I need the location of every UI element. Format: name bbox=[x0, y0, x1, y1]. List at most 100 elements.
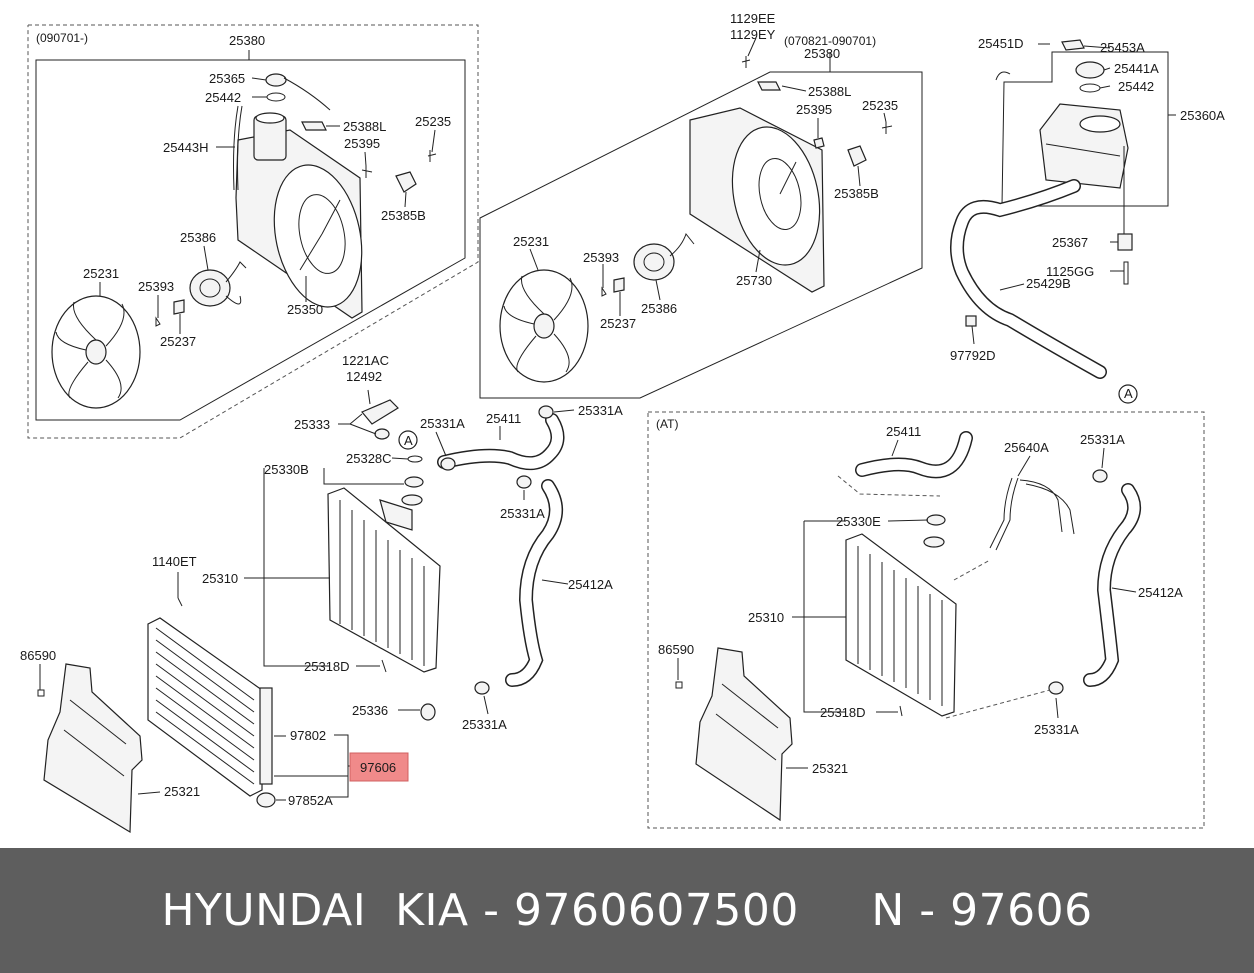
callout-25388L-a: 25388L bbox=[343, 119, 386, 134]
callout-25385B-a: 25385B bbox=[381, 208, 426, 223]
o-ring-25328C bbox=[407, 455, 423, 463]
callout-25442-a: 25442 bbox=[205, 90, 241, 105]
receiver-drier bbox=[259, 687, 273, 785]
callout-25730: 25730 bbox=[736, 273, 772, 288]
callout-25310-b: 25310 bbox=[748, 610, 784, 625]
clamp-5 bbox=[1092, 469, 1108, 483]
callout-25331A-3: 25331A bbox=[500, 506, 545, 521]
ref-a-circle-2 bbox=[398, 430, 418, 450]
callout-25412A-b: 25412A bbox=[1138, 585, 1183, 600]
callout-25331A-6: 25331A bbox=[1034, 722, 1079, 737]
date-label-b: (070821-090701) bbox=[784, 34, 876, 48]
clip-25237-b bbox=[613, 277, 625, 293]
radiator-b bbox=[845, 533, 957, 717]
footer-banner: HYUNDAI KIA - 9760607500 N - 97606 bbox=[0, 848, 1254, 973]
callout-25331A-1: 25331A bbox=[420, 416, 465, 431]
clamp-1 bbox=[440, 457, 456, 471]
label-plate-a bbox=[301, 121, 327, 131]
o-ring-a bbox=[266, 92, 286, 102]
callout-25395-a: 25395 bbox=[344, 136, 380, 151]
reservoir-cap bbox=[1075, 61, 1105, 79]
nut-25393-a bbox=[155, 316, 161, 327]
clip-97792D bbox=[965, 315, 977, 327]
callout-25380-a: 25380 bbox=[229, 33, 265, 48]
insulator-25333 bbox=[374, 428, 390, 440]
callout-97792D: 97792D bbox=[950, 348, 996, 363]
bracket-25367 bbox=[1117, 233, 1133, 251]
callout-25393-b: 25393 bbox=[583, 250, 619, 265]
bolt-25318D-b bbox=[899, 705, 903, 717]
callout-25330E: 25330E bbox=[836, 514, 881, 529]
insulator-25336 bbox=[420, 703, 436, 721]
date-label-a: (090701-) bbox=[36, 31, 88, 45]
callout-86590-a: 86590 bbox=[20, 648, 56, 663]
shroud-b bbox=[689, 107, 825, 293]
radiator-cap-b bbox=[926, 514, 946, 526]
part-highlight bbox=[349, 752, 409, 782]
callout-25231-a: 25231 bbox=[83, 266, 119, 281]
footer-title: HYUNDAI KIA - 9760607500 N - 97606 bbox=[161, 885, 1093, 936]
callout-25336: 25336 bbox=[352, 703, 388, 718]
callout-25328C: 25328C bbox=[346, 451, 392, 466]
shroud-a bbox=[235, 112, 363, 319]
radiator-cap bbox=[404, 476, 424, 488]
callout-25318D-a: 25318D bbox=[304, 659, 350, 674]
callout-1125GG: 1125GG bbox=[1046, 264, 1094, 279]
callout-25350: 25350 bbox=[287, 302, 323, 317]
callout-1221AC: 1221AC bbox=[342, 353, 389, 368]
callout-25640A: 25640A bbox=[1004, 440, 1049, 455]
radiator-assembly-mt bbox=[37, 389, 575, 834]
fan-shroud-assembly-b bbox=[479, 37, 923, 399]
callout-12492: 12492 bbox=[346, 369, 382, 384]
oil-cooler-hoses bbox=[989, 477, 1075, 551]
callout-25393-a: 25393 bbox=[138, 279, 174, 294]
fan-motor-b bbox=[633, 232, 695, 281]
bolt-25395-b bbox=[813, 137, 825, 149]
callout-25441A: 25441A bbox=[1114, 61, 1159, 76]
bolt-1129-b bbox=[741, 56, 751, 68]
bracket-25333 bbox=[361, 399, 399, 425]
clip-25237-a bbox=[173, 299, 185, 315]
callout-1129EY: 1129EY bbox=[730, 27, 776, 42]
callout-25310-a: 25310 bbox=[202, 571, 238, 586]
callout-25429B: 25429B bbox=[1026, 276, 1071, 291]
radiator-a bbox=[327, 487, 441, 673]
callout-25331A-4: 25331A bbox=[462, 717, 507, 732]
clamp-6 bbox=[1048, 681, 1064, 695]
bolt-1140ET bbox=[177, 597, 183, 607]
callout-25237-a: 25237 bbox=[160, 334, 196, 349]
bolt-25395-a bbox=[361, 166, 373, 178]
callout-25321-b: 25321 bbox=[812, 761, 848, 776]
connector-a bbox=[395, 171, 417, 193]
reservoir-cap-a bbox=[265, 73, 287, 87]
under-cover-b bbox=[695, 647, 793, 822]
at-label: (AT) bbox=[656, 417, 678, 431]
callout-25360A: 25360A bbox=[1180, 108, 1225, 123]
condenser bbox=[147, 617, 263, 797]
callout-25331A-2: 25331A bbox=[578, 403, 623, 418]
parts-diagram: (090701-) (070821-090701) (AT) 25380 253… bbox=[20, 11, 1225, 834]
callout-25443H: 25443H bbox=[163, 140, 209, 155]
callout-25386-b: 25386 bbox=[641, 301, 677, 316]
bolt-25235-a bbox=[427, 150, 437, 162]
clamp-3 bbox=[516, 475, 532, 489]
clamp-4 bbox=[474, 681, 490, 695]
callout-25385B-b: 25385B bbox=[834, 186, 879, 201]
label-25453A bbox=[1061, 39, 1085, 51]
callout-25395-b: 25395 bbox=[796, 102, 832, 117]
callout-25367: 25367 bbox=[1052, 235, 1088, 250]
bolt-86590-a bbox=[37, 689, 45, 697]
bolt-25235-b bbox=[881, 122, 893, 134]
ref-a-label-2: A bbox=[404, 433, 413, 448]
callout-25365: 25365 bbox=[209, 71, 245, 86]
callout-25318D-b: 25318D bbox=[820, 705, 866, 720]
callout-25235-a: 25235 bbox=[415, 114, 451, 129]
callout-25386-a: 25386 bbox=[180, 230, 216, 245]
callout-25330B: 25330B bbox=[264, 462, 309, 477]
clamp-2 bbox=[538, 405, 554, 419]
callout-25321-a: 25321 bbox=[164, 784, 200, 799]
ref-a-label-1: A bbox=[1124, 386, 1133, 401]
callout-25388L-b: 25388L bbox=[808, 84, 851, 99]
label-plate-b bbox=[757, 81, 781, 91]
callout-97802: 97802 bbox=[290, 728, 326, 743]
